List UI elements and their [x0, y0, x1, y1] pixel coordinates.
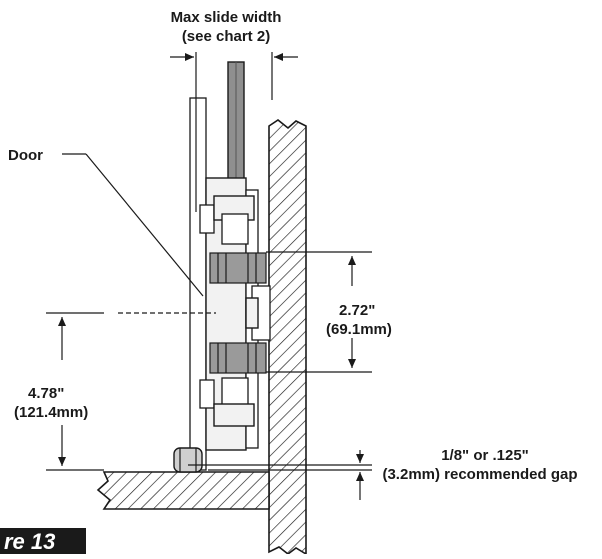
dimension-4-78	[46, 312, 216, 471]
gap-dimension	[188, 450, 372, 500]
dimension-2-72	[266, 251, 372, 373]
lower-clamp	[209, 342, 267, 427]
center-bracket	[245, 285, 271, 341]
gap-fraction-label: 1/8" or .125"	[441, 447, 529, 464]
height-mm-label: (121.4mm)	[14, 404, 88, 421]
max-slide-width-label: Max slide width	[171, 9, 282, 26]
dimension-mm-label: (69.1mm)	[326, 321, 392, 338]
see-chart-label: (see chart 2)	[182, 28, 270, 45]
floor-slab	[96, 471, 270, 510]
door-label: Door	[8, 147, 43, 164]
gap-mm-label: (3.2mm) recommended gap	[382, 466, 577, 483]
height-inches-label: 4.78"	[28, 385, 64, 402]
floor-stop	[173, 447, 203, 473]
wall	[268, 119, 307, 556]
max-slide-width-dimension	[170, 52, 298, 212]
door-leader	[62, 153, 204, 297]
dimension-inches-label: 2.72"	[339, 302, 375, 319]
figure-number-label: re 13	[4, 529, 55, 554]
upper-clamp	[209, 195, 267, 284]
figure-tag	[0, 528, 86, 554]
